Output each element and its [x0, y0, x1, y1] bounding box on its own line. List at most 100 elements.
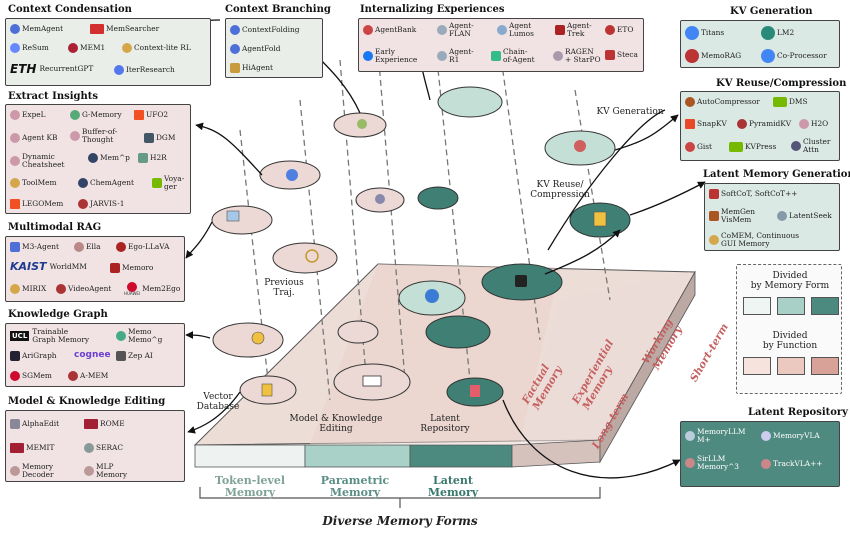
- item-memgen[interactable]: MemGen VisMem: [709, 208, 755, 224]
- item-memorag[interactable]: MemoRAG: [685, 49, 741, 63]
- item-rome[interactable]: ROME: [84, 419, 125, 429]
- item-memit[interactable]: MEMIT: [10, 443, 54, 453]
- item-agentbank[interactable]: AgentBank: [363, 25, 416, 35]
- item-memoro[interactable]: Memoro: [110, 263, 153, 273]
- item-chemagent[interactable]: ChemAgent: [78, 178, 134, 188]
- label-parametric-memory: Parametric Memory: [320, 474, 390, 499]
- item-arigraph[interactable]: AriGraph: [10, 351, 57, 361]
- item-videoagent[interactable]: VideoAgent: [56, 284, 111, 294]
- legend-by-function: Divided by Function: [762, 331, 818, 351]
- item-memoryvla[interactable]: MemoryVLA: [761, 431, 820, 441]
- item-m3-agent[interactable]: M3-Agent: [10, 242, 59, 252]
- item-iterresearch[interactable]: IterResearch: [114, 65, 175, 75]
- item-agent-r1[interactable]: Agent- R1: [437, 48, 474, 64]
- item-expel[interactable]: ExpeL: [10, 110, 46, 120]
- ellipse-small-latent: [417, 186, 459, 210]
- item-ego-llava[interactable]: Ego-LLaVA: [116, 242, 169, 252]
- item-memoryllm[interactable]: MemoryLLM M+: [685, 428, 746, 444]
- panel-context-condensation: MemAgent MemSearcher ReSum MEM1 Context-…: [5, 18, 211, 86]
- item-buffer-of-thought[interactable]: Buffer-of- Thought: [70, 128, 117, 144]
- item-dms[interactable]: DMS: [773, 97, 808, 107]
- ellipse-mrag: [211, 205, 273, 235]
- item-chain-of-agent[interactable]: Chain- of-Agent: [491, 48, 535, 64]
- ellipse-small-pink: [337, 320, 379, 344]
- platform-front-latent: [409, 444, 513, 468]
- item-memp[interactable]: Mem^p: [88, 153, 130, 163]
- item-pyramidkv[interactable]: PyramidKV: [737, 119, 791, 129]
- item-steca[interactable]: Steca: [605, 50, 638, 60]
- panel-extract-insights: ExpeL G-Memory UFO2 Agent KB Buffer-of- …: [5, 104, 191, 214]
- title-multimodal-rag: Multimodal RAG: [8, 222, 102, 233]
- item-contextfolding[interactable]: ContextFolding: [230, 25, 299, 35]
- item-softcot[interactable]: SoftCoT, SoftCoT++: [709, 189, 798, 199]
- item-mlp-memory[interactable]: MLP Memory: [84, 463, 127, 479]
- item-memo-memog[interactable]: Memo Memo^g: [116, 328, 162, 344]
- item-ragen[interactable]: RAGEN + StarPO: [553, 48, 601, 64]
- item-alphaedit[interactable]: AlphaEdit: [10, 419, 59, 429]
- arrow-to-latentgen: [629, 181, 706, 216]
- item-serac[interactable]: SERAC: [84, 443, 123, 453]
- item-sirllm[interactable]: SirLLM Memory^3: [685, 455, 739, 471]
- item-cognee[interactable]: cognee: [74, 350, 111, 360]
- arrow-db-up: [544, 229, 621, 275]
- item-titans[interactable]: Titans: [685, 26, 724, 40]
- platform-shade-short: [520, 272, 690, 444]
- item-mem1[interactable]: MEM1: [68, 43, 105, 53]
- item-resum[interactable]: ReSum: [10, 43, 49, 53]
- item-cluster-attn[interactable]: Cluster Attn: [791, 138, 830, 154]
- panel-kv-generation: Titans LM2 MemoRAG Co-Processor: [680, 20, 840, 68]
- item-latentseek[interactable]: LatentSeek: [777, 211, 832, 221]
- item-dgm[interactable]: DGM: [144, 133, 175, 143]
- title-context-branching: Context Branching: [225, 4, 331, 15]
- item-h2r[interactable]: H2R: [138, 153, 167, 163]
- item-comem[interactable]: CoMEM, Continuous GUI Memory: [709, 232, 799, 248]
- item-hiagent[interactable]: HiAgent: [230, 63, 273, 73]
- item-agent-kb[interactable]: Agent KB: [10, 133, 57, 143]
- item-legomem[interactable]: LEGOMem: [10, 199, 63, 209]
- item-mirix[interactable]: MIRIX: [10, 284, 46, 294]
- item-agentfold[interactable]: AgentFold: [230, 44, 280, 54]
- item-sgmem[interactable]: SGMem: [10, 371, 52, 381]
- item-trackvla[interactable]: TrackVLA++: [761, 459, 822, 469]
- panel-internalizing-experiences: AgentBank Agent- FLAN Agent Lumos Agent-…: [358, 18, 644, 72]
- item-co-processor[interactable]: Co-Processor: [761, 49, 827, 63]
- item-autocompressor[interactable]: AutoCompressor: [685, 97, 760, 107]
- item-eto[interactable]: ETO: [605, 25, 633, 35]
- item-h2o[interactable]: H2O: [799, 119, 828, 129]
- item-voyager[interactable]: Voya- ger: [152, 175, 184, 191]
- item-snapkv[interactable]: SnapKV: [685, 119, 727, 129]
- item-a-mem[interactable]: A-MEM: [68, 371, 108, 381]
- platform-front-token: [194, 444, 306, 468]
- item-ella[interactable]: Ella: [74, 242, 101, 252]
- platform-right: [599, 270, 696, 464]
- legend-box: Divided by Memory Form Divided by Functi…: [736, 264, 842, 394]
- kaist-logo: KAIST: [10, 260, 47, 273]
- legend-swatch-latent: [811, 297, 839, 315]
- item-kvpress[interactable]: KVPress: [729, 142, 776, 152]
- title-internalizing-experiences: Internalizing Experiences: [360, 4, 505, 15]
- item-gist[interactable]: Gist: [685, 142, 712, 152]
- item-g-memory[interactable]: G-Memory: [70, 110, 122, 120]
- cognee-logo: cognee: [74, 350, 111, 360]
- item-memory-decoder[interactable]: Memory Decoder: [10, 463, 54, 479]
- item-dynamic-cheatsheet[interactable]: Dynamic Cheatsheet: [10, 153, 64, 169]
- item-zep-ai[interactable]: Zep AI: [116, 351, 153, 361]
- scene-icons: [226, 119, 607, 397]
- item-jarvis-1[interactable]: JARVIS-1: [78, 199, 124, 209]
- item-agent-flan[interactable]: Agent- FLAN: [437, 22, 474, 38]
- item-lm2[interactable]: LM2: [761, 26, 794, 40]
- item-early-experience[interactable]: Early Experience: [363, 48, 417, 64]
- item-context-lite-rl[interactable]: Context-lite RL: [122, 43, 191, 53]
- item-memagent[interactable]: MemAgent: [10, 24, 63, 34]
- label-kv-generation: KV Generation: [596, 107, 664, 117]
- item-agent-trek[interactable]: Agent- Trek: [555, 22, 592, 38]
- item-toolmem[interactable]: ToolMem: [10, 178, 57, 188]
- item-ufo2[interactable]: UFO2: [134, 110, 168, 120]
- item-memsearcher[interactable]: MemSearcher: [90, 24, 159, 34]
- item-agent-lumos[interactable]: Agent Lumos: [497, 22, 534, 38]
- title-extract-insights: Extract Insights: [8, 91, 99, 102]
